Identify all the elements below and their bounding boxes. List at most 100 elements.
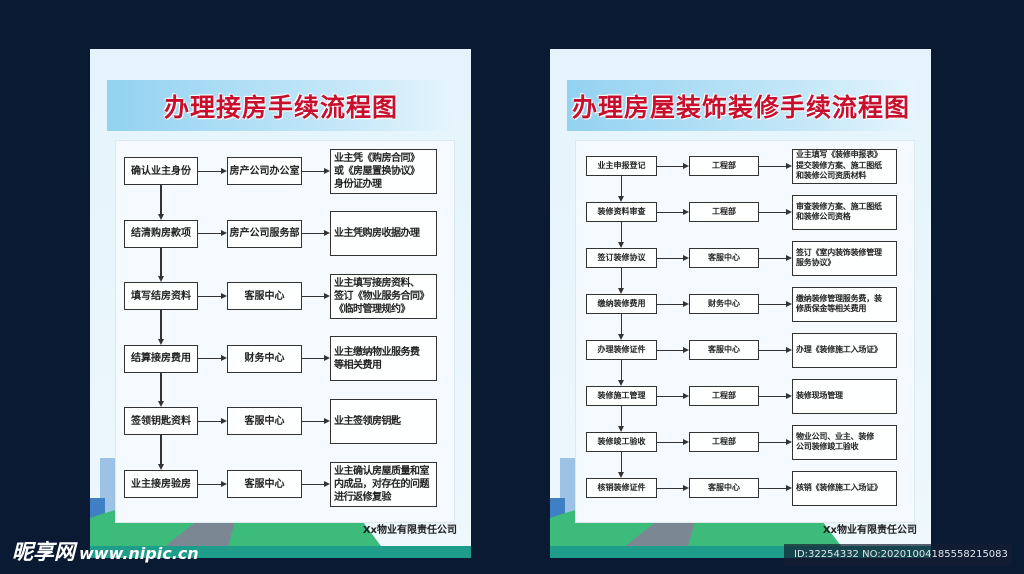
description-box: 业主凭购房收据办理 [330,211,437,257]
arrow-right-icon [683,300,689,307]
arrow-right-icon [324,167,330,174]
description-box: 缴纳装修管理服务费，装 修质保金等相关费用 [792,286,897,322]
connector-line [657,441,684,443]
description-box: 物业公司、业主、装修 公司装修竣工验收 [792,424,897,460]
connector-line [759,395,787,397]
connector-line [759,487,787,489]
connector-line [759,211,787,213]
arrow-right-icon [683,438,689,445]
arrow-down-icon [618,472,624,478]
connector-line [160,185,162,215]
connector-line [198,170,222,172]
description-box: 业主签领房钥匙 [330,398,437,444]
description-box: 业主填写《装修申报表》 提交装修方案、施工图纸 和装修公司资质材料 [792,148,897,184]
connector-line [657,395,684,397]
description-box: 业主填写接房资料、 签订《物业服务合同》 《临时管理规约》 [330,273,437,319]
department-box: 房产公司服务部 [227,219,302,248]
connector-line [657,349,684,351]
step-box: 办理装修证件 [586,340,657,360]
department-box: 工程部 [689,202,759,222]
arrow-right-icon [683,254,689,261]
poster-renovation: 办理房屋装饰装修手续流程图 业主申报登记工程部业主填写《装修申报表》 提交装修方… [550,49,931,558]
arrow-right-icon [324,417,330,424]
step-box: 装修资料审查 [586,202,657,222]
poster-move-in: 办理接房手续流程图 确认业主身份 房产公司办公室业主凭《购房合同》 或《房屋置换协… [90,49,471,558]
connector-line [302,483,325,485]
department-box: 工程部 [689,156,759,176]
connector-line [657,257,684,259]
arrow-right-icon [683,392,689,399]
connector-line [759,257,787,259]
arrow-right-icon [786,162,792,169]
arrow-right-icon [683,162,689,169]
description-box: 装修现场管理 [792,378,897,414]
department-box: 客服中心 [227,407,302,436]
arrow-right-icon [324,480,330,487]
arrow-right-icon [786,346,792,353]
connector-line [160,247,162,278]
flowchart-panel [115,140,455,523]
department-box: 客服中心 [689,248,759,268]
description-box: 办理《装修施工入场证》 [792,332,897,368]
department-box: 客服中心 [689,340,759,360]
flowchart: 业主申报登记工程部业主填写《装修申报表》 提交装修方案、施工图纸 和装修公司资质… [550,49,931,558]
connector-line [620,176,623,197]
connector-line [198,483,222,485]
connector-line [657,211,684,213]
arrow-right-icon [221,480,227,487]
arrow-right-icon [324,292,330,299]
arrow-right-icon [221,292,227,299]
arrow-down-icon [157,276,164,283]
department-box: 客服中心 [227,282,302,311]
department-box: 财务中心 [227,344,302,373]
department-box: 客服中心 [689,478,759,498]
connector-line [620,222,623,243]
arrow-right-icon [221,355,227,362]
step-box: 确认业主身份 [124,157,198,185]
arrow-right-icon [786,208,792,215]
step-box: 业主接房验房 [124,470,198,498]
arrow-right-icon [221,167,227,174]
department-box: 工程部 [689,386,759,406]
department-box: 房产公司办公室 [227,157,302,185]
arrow-right-icon [683,484,689,491]
poster-title: 办理接房手续流程图 [163,92,398,122]
step-box: 填写结房资料 [124,282,198,311]
step-box: 业主申报登记 [586,156,657,176]
connector-line [198,358,222,360]
department-box: 客服中心 [227,470,302,498]
arrow-down-icon [618,242,624,248]
arrow-right-icon [683,208,689,215]
flowchart: 确认业主身份 房产公司办公室业主凭《购房合同》 或《房屋置换协议》 身份证办理结清… [90,49,471,558]
arrow-right-icon [221,417,227,424]
description-box: 核销《装修施工入场证》 [792,470,897,506]
arrow-down-icon [618,196,624,202]
connector-line [302,420,325,423]
arrow-down-icon [157,338,164,345]
arrow-down-icon [157,213,164,220]
step-box: 缴纳装修费用 [586,294,657,314]
connector-line [620,268,623,289]
arrow-right-icon [786,484,792,491]
connector-line [657,165,684,167]
step-box: 核销装修证件 [586,478,657,498]
arrow-down-icon [618,334,624,340]
title-banner: 办理房屋装饰装修手续流程图 [567,80,915,131]
arrow-right-icon [324,355,330,362]
connector-line [759,165,787,167]
watermark-url: www.nipic.cn [79,544,199,563]
department-box: 财务中心 [689,294,759,314]
connector-line [198,233,222,235]
description-box: 业主凭《购房合同》 或《房屋置换协议》 身份证办理 [330,148,437,194]
description-box: 审查装修方案、施工图纸 和装修公司资格 [792,194,897,230]
arrow-right-icon [786,300,792,307]
company-name: Xx物业有限责任公司 [362,525,457,536]
step-box: 结清购房款项 [124,219,198,248]
connector-line [302,295,325,297]
step-box: 签订装修协议 [586,248,657,268]
arrow-down-icon [157,464,164,470]
connector-line [620,314,623,335]
connector-line [620,360,623,381]
connector-line [620,406,623,427]
